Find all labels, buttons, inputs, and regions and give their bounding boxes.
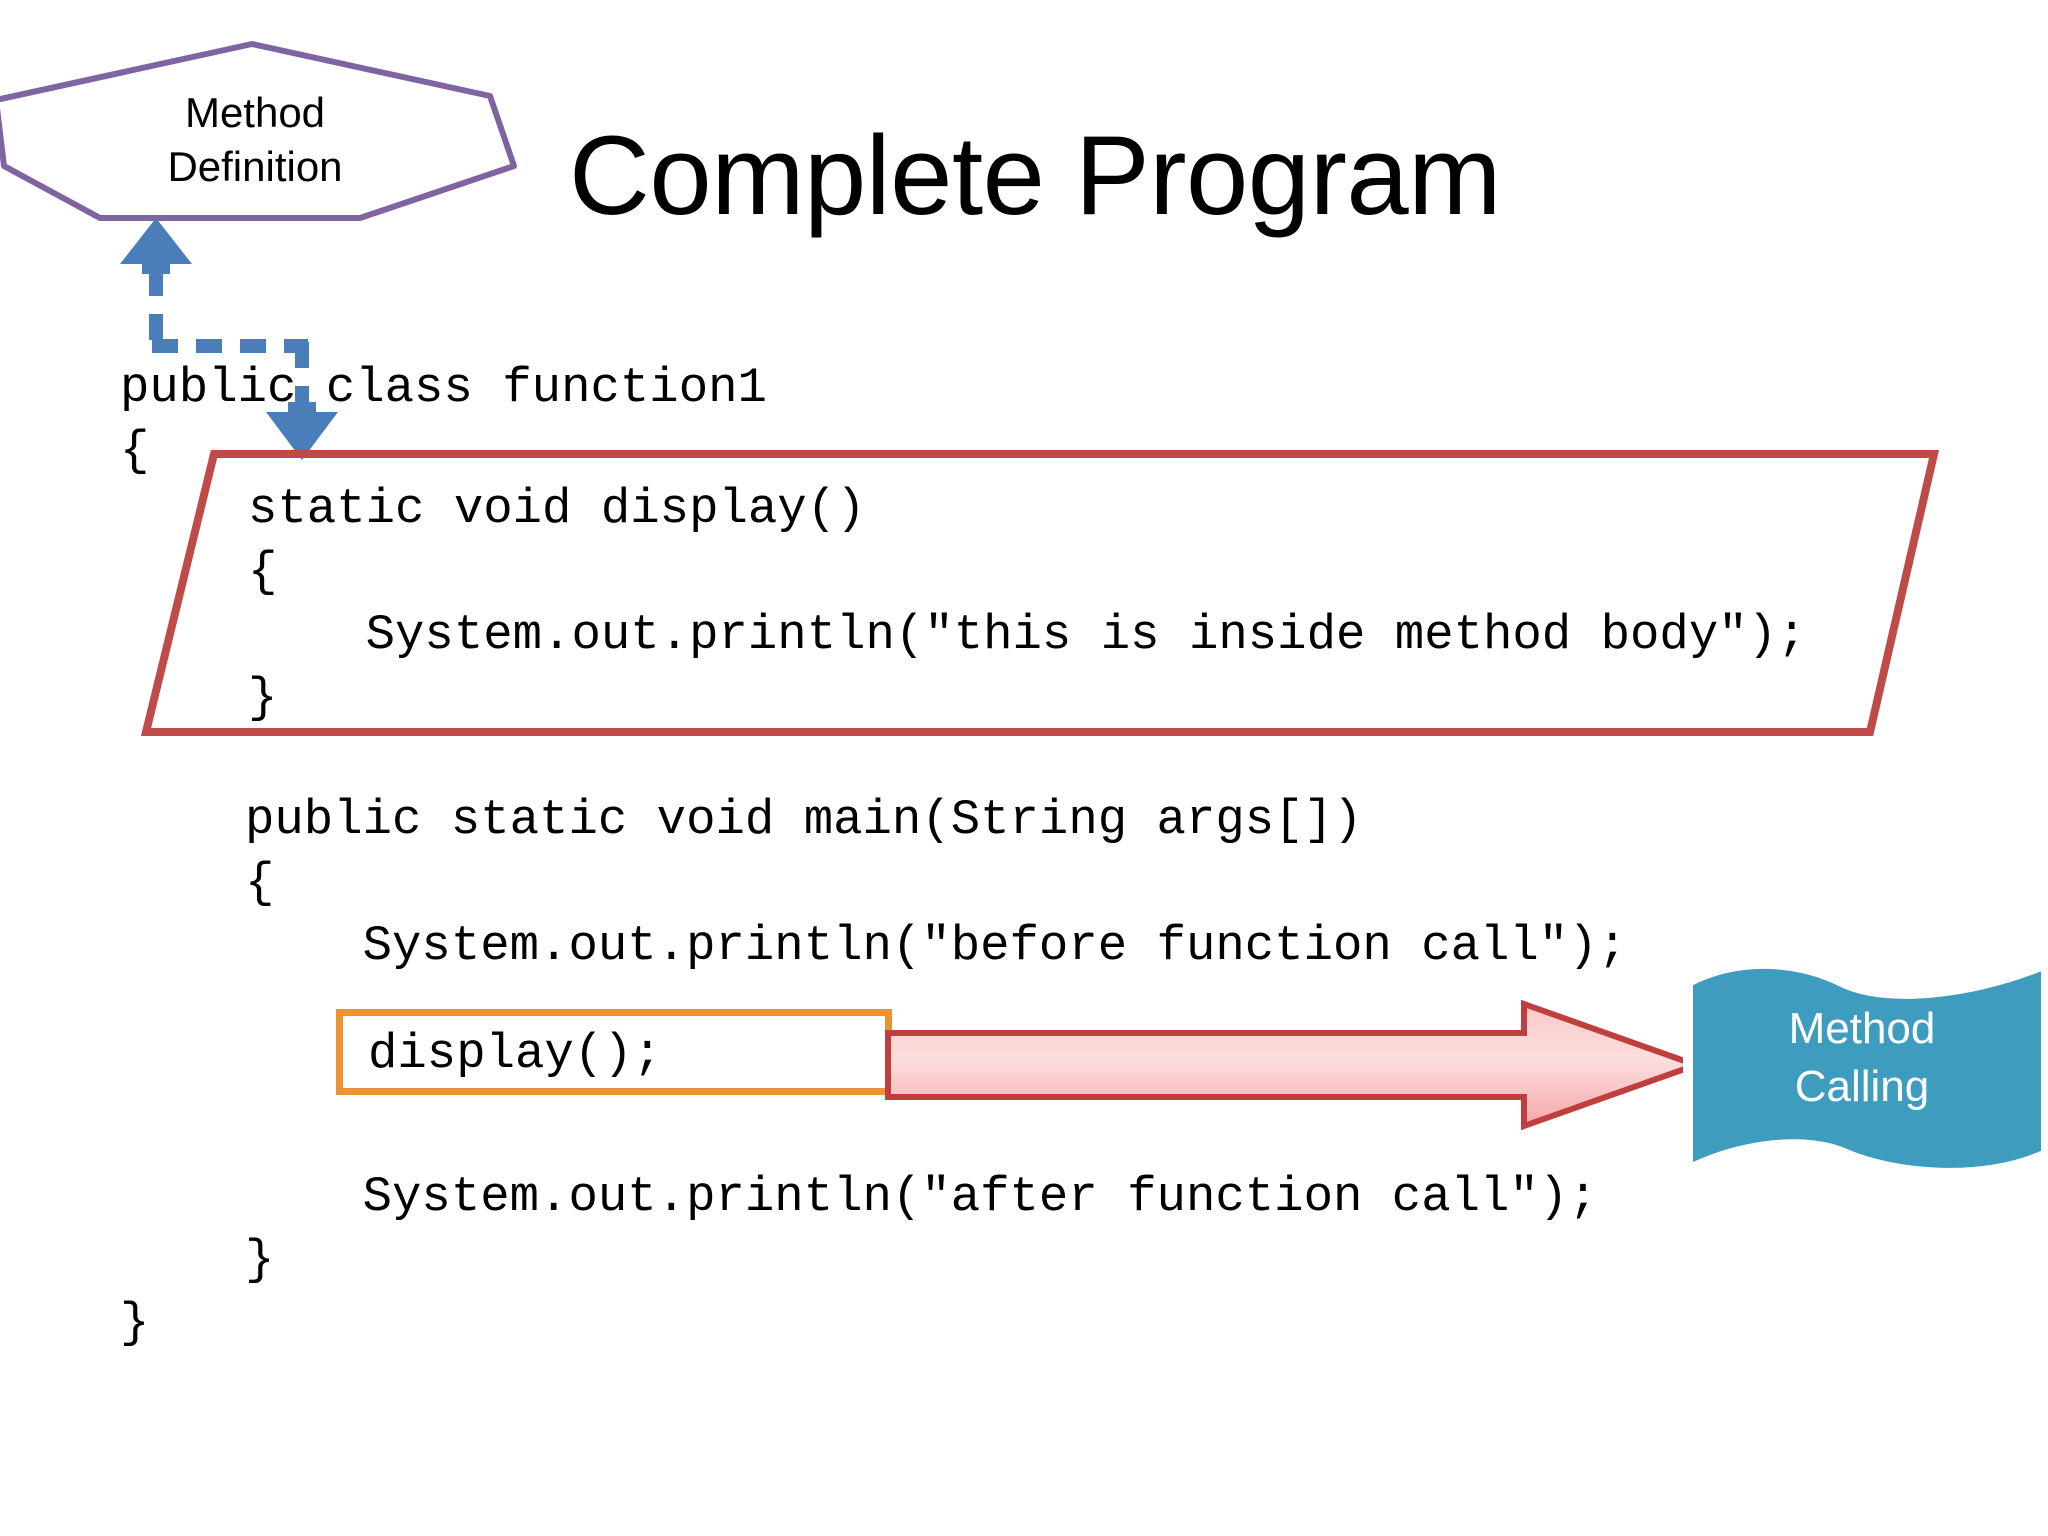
method-definition-label-line2: Definition: [167, 142, 343, 190]
code-line-method-signature: static void display(): [248, 481, 866, 537]
display-call-highlight-box[interactable]: [336, 1009, 892, 1095]
code-line-main-open-brace: {: [245, 855, 275, 911]
code-line-class-close-brace: }: [120, 1295, 150, 1351]
method-definition-label: Method Definition: [0, 86, 520, 194]
code-line-class-declaration: public class function1: [120, 360, 767, 416]
code-line-after-call-println: System.out.println("after function call"…: [245, 1169, 1598, 1225]
dashed-arrow-icon: [120, 218, 338, 460]
code-line-method-open-brace: {: [248, 544, 278, 600]
method-calling-label: Method Calling: [1682, 1000, 2042, 1116]
code-line-method-println: System.out.println("this is inside metho…: [248, 607, 1807, 663]
page-title: Complete Program: [569, 113, 1501, 238]
method-definition-label-line1: Method: [184, 89, 326, 136]
right-arrow-icon: [885, 1000, 1704, 1130]
calling-connector-arrow: [884, 1000, 1704, 1130]
definition-connector: [110, 218, 430, 468]
method-calling-label-line2: Calling: [1794, 1062, 1930, 1112]
wave-flag-icon: [1683, 958, 2048, 1178]
method-calling-callout: [1682, 948, 2048, 1188]
method-definition-callout: Method Definition: [0, 38, 520, 228]
code-line-before-call-println: System.out.println("before function call…: [245, 918, 1628, 974]
code-line-main-signature: public static void main(String args[]): [245, 792, 1363, 848]
code-line-method-close-brace: }: [248, 670, 278, 726]
code-line-class-open-brace: {: [120, 423, 150, 479]
heptagon-icon: [0, 41, 517, 221]
method-calling-label-line1: Method: [1788, 1004, 1936, 1053]
code-line-display-call[interactable]: display();: [368, 1026, 663, 1082]
code-line-main-close-brace: }: [245, 1232, 275, 1288]
